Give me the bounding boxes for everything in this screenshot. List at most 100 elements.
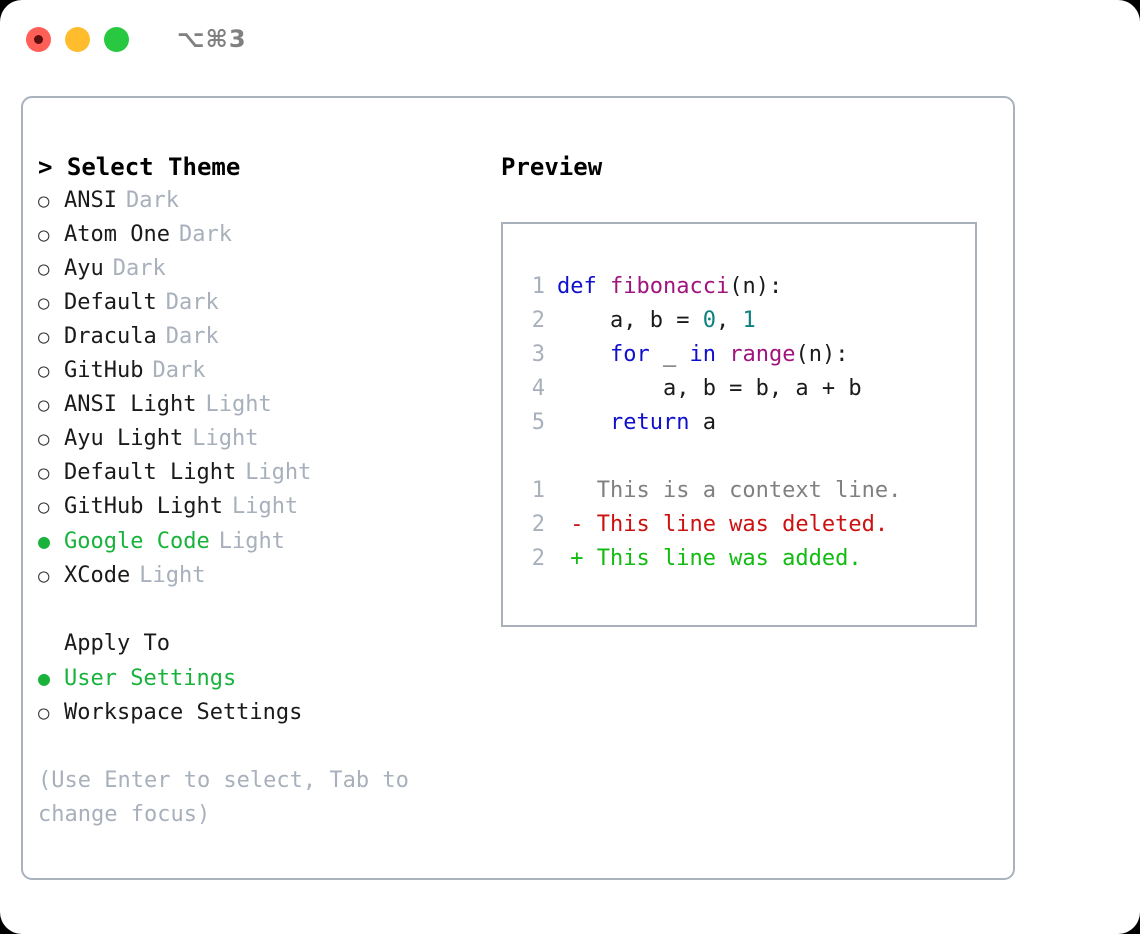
code-token: in (689, 342, 716, 367)
radio-unselected-icon: ○ (38, 702, 50, 724)
maximize-button-icon[interactable] (104, 26, 129, 52)
diff-text-ctx: This is a context line. (557, 478, 902, 503)
code-token: 1 (742, 308, 756, 333)
theme-name: GitHub Light (64, 494, 223, 519)
line-number: 4 (531, 376, 545, 401)
code-line: 5 return a (503, 406, 975, 440)
title-bar: ⌥⌘3 (0, 0, 1140, 78)
radio-unselected-icon: ○ (38, 326, 50, 348)
theme-category-tag: Dark (112, 256, 166, 281)
code-text: return a (557, 406, 716, 440)
radio-unselected-icon: ○ (38, 292, 50, 314)
radio-unselected-icon: ○ (38, 190, 50, 212)
apply-to-option[interactable]: ●User Settings (38, 661, 488, 696)
theme-name: Dracula (64, 324, 157, 349)
theme-list-item[interactable]: ○ Dracula Dark (38, 320, 488, 354)
radio-selected-icon: ● (38, 529, 51, 553)
theme-category-tag: Dark (165, 324, 219, 349)
keyboard-shortcut-label: ⌥⌘3 (177, 25, 247, 53)
list-spacer (38, 593, 488, 627)
apply-to-option[interactable]: ○ Workspace Settings (38, 696, 488, 730)
code-token (716, 342, 729, 367)
theme-category-tag: Light (205, 392, 272, 417)
code-token: , (715, 308, 743, 333)
code-token: fibonacci (609, 274, 730, 299)
theme-name: Atom One (64, 222, 170, 247)
line-number: 2 (531, 512, 545, 537)
code-token: (n): (795, 342, 849, 367)
code-token: (n): (729, 274, 783, 299)
code-line: 3 for _ in range(n): (503, 338, 975, 372)
code-token (557, 342, 610, 367)
apply-to-list: ●User Settings ○ Workspace Settings (38, 661, 488, 730)
window-controls (26, 26, 129, 52)
line-number: 3 (531, 342, 545, 367)
line-number: 2 (531, 546, 545, 571)
theme-name: Default (64, 290, 157, 315)
radio-unselected-icon: ○ (38, 462, 50, 484)
code-text: a, b = 0, 1 (557, 304, 756, 338)
theme-name: Ayu Light (64, 426, 184, 451)
diff-text-del: - This line was deleted. (557, 512, 889, 537)
radio-unselected-icon: ○ (38, 496, 50, 518)
theme-category-tag: Light (192, 426, 259, 451)
theme-category-tag: Light (218, 529, 285, 554)
select-theme-header: > Select Theme (38, 153, 241, 181)
theme-list-item[interactable]: ○ ANSI Dark (38, 184, 488, 218)
code-line: 2 a, b = 0, 1 (503, 304, 975, 338)
theme-category-tag: Dark (152, 358, 206, 383)
diff-line: 1 This is a context line. (503, 474, 975, 508)
code-token: 0 (702, 308, 716, 333)
code-token: a, b = (557, 308, 703, 333)
radio-selected-icon: ● (38, 666, 51, 690)
code-token: a, b = b, a + b (557, 376, 862, 401)
diff-line: 2 - This line was deleted. (503, 508, 975, 542)
code-token: _ (649, 342, 690, 367)
theme-category-tag: Dark (178, 222, 232, 247)
apply-to-label: Workspace Settings (64, 700, 303, 725)
code-text: def fibonacci(n): (557, 270, 782, 304)
theme-list-item[interactable]: ○ Default Light Light (38, 456, 488, 490)
code-token (557, 410, 610, 435)
close-button-icon[interactable] (26, 26, 51, 52)
code-diff-separator (503, 440, 975, 474)
theme-category-tag: Dark (125, 188, 179, 213)
theme-name: Default Light (64, 460, 237, 485)
code-token: for (609, 342, 650, 367)
theme-category-tag: Light (231, 494, 299, 519)
line-number: 1 (531, 478, 545, 503)
theme-category-tag: Light (139, 563, 206, 588)
code-token: return (609, 410, 690, 435)
radio-unselected-icon: ○ (38, 565, 50, 587)
theme-list-item[interactable]: ○ GitHub Light Light (38, 490, 488, 524)
theme-name: ANSI (64, 188, 117, 213)
diff-text-add: + This line was added. (557, 546, 862, 571)
minimize-button-icon[interactable] (65, 26, 90, 52)
code-text: for _ in range(n): (557, 338, 848, 372)
theme-category-tag: Light (245, 460, 312, 485)
radio-unselected-icon: ○ (38, 258, 50, 280)
code-text: a, b = b, a + b (557, 372, 862, 406)
code-line: 4 a, b = b, a + b (503, 372, 975, 406)
line-number: 2 (531, 308, 545, 333)
theme-name: ANSI Light (64, 392, 197, 417)
code-token: range (729, 342, 796, 367)
code-token: def (557, 274, 610, 299)
diff-line: 2 + This line was added. (503, 542, 975, 576)
line-number: 5 (531, 410, 545, 435)
